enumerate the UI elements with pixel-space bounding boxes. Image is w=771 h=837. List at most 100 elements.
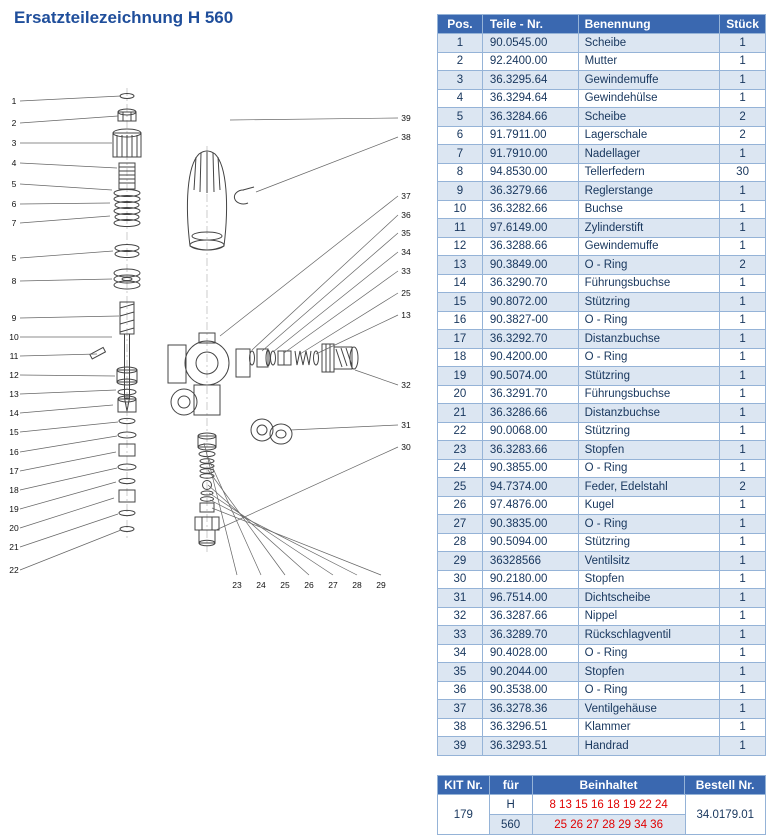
col-header-pos: Pos.	[438, 15, 483, 34]
cell-part-no: 90.5094.00	[482, 533, 579, 552]
cell-name: Nippel	[578, 607, 721, 626]
cell-name: Zylinderstift	[578, 219, 721, 238]
callout-label: 35	[401, 228, 411, 238]
cell-qty: 1	[720, 34, 766, 53]
valve-body-drawing	[167, 332, 251, 416]
callout-label: 20	[9, 523, 19, 533]
callout-label: 34	[401, 247, 411, 257]
cell-pos: 32	[438, 607, 483, 626]
cell-pos: 5	[438, 108, 483, 127]
cell-qty: 2	[720, 126, 766, 145]
cell-part-no: 36.3286.66	[482, 404, 579, 423]
cell-name: Stützring	[578, 367, 721, 386]
cell-qty: 1	[720, 570, 766, 589]
cell-name: Buchse	[578, 200, 721, 219]
cell-pos: 4	[438, 89, 483, 108]
cell-qty: 1	[720, 348, 766, 367]
callout-label: 23	[232, 580, 242, 590]
kit-fuer-line1: H	[489, 795, 533, 815]
cell-name: Führungsbuchse	[578, 274, 721, 293]
cell-name: Reglerstange	[578, 182, 721, 201]
cell-part-no: 90.8072.00	[482, 293, 579, 312]
kit-table-row: 179 H 8 13 15 16 18 19 22 24 560 25 26 2…	[438, 795, 766, 835]
cell-name: O - Ring	[578, 515, 721, 534]
kit-table-header: KIT Nr. für Beinhaltet Bestell Nr.	[438, 776, 766, 795]
cell-pos: 15	[438, 293, 483, 312]
callout-label: 28	[352, 580, 362, 590]
callout-label: 33	[401, 266, 411, 276]
cell-name: Feder, Edelstahl	[578, 478, 721, 497]
callout-label: 37	[401, 191, 411, 201]
cell-pos: 36	[438, 681, 483, 700]
cell-pos: 29	[438, 552, 483, 571]
cell-qty: 1	[720, 718, 766, 737]
cell-name: Stützring	[578, 422, 721, 441]
cell-qty: 1	[720, 200, 766, 219]
cell-pos: 17	[438, 330, 483, 349]
cell-part-no: 90.4028.00	[482, 644, 579, 663]
callout-label: 7	[12, 218, 17, 228]
cell-qty: 1	[720, 607, 766, 626]
callout-label: 16	[9, 447, 19, 457]
cell-pos: 1	[438, 34, 483, 53]
cell-part-no: 94.7374.00	[482, 478, 579, 497]
callout-label: 17	[9, 466, 19, 476]
cell-pos: 6	[438, 126, 483, 145]
callout-label: 3	[12, 138, 17, 148]
cell-name: Dichtscheibe	[578, 589, 721, 608]
cell-name: Führungsbuchse	[578, 385, 721, 404]
cell-name: O - Ring	[578, 348, 721, 367]
callout-label: 12	[9, 370, 19, 380]
handwheel-drawing	[186, 150, 228, 251]
klammer-drawing	[233, 186, 255, 205]
cell-qty: 2	[720, 108, 766, 127]
cell-qty: 1	[720, 311, 766, 330]
cell-pos: 28	[438, 533, 483, 552]
cell-pos: 19	[438, 367, 483, 386]
cell-name: O - Ring	[578, 256, 721, 275]
callout-label: 15	[9, 427, 19, 437]
cell-name: Handrad	[578, 737, 721, 756]
callout-label: 19	[9, 504, 19, 514]
cell-part-no: 90.4200.00	[482, 348, 579, 367]
cell-qty: 1	[720, 515, 766, 534]
cell-name: Mutter	[578, 52, 721, 71]
callout-label: 10	[9, 332, 19, 342]
cell-name: O - Ring	[578, 681, 721, 700]
cell-part-no: 36.3278.36	[482, 700, 579, 719]
cell-qty: 1	[720, 626, 766, 645]
callout-label: 25	[280, 580, 290, 590]
cell-pos: 21	[438, 404, 483, 423]
cell-qty: 1	[720, 552, 766, 571]
callout-numbers: 1 2 3 4 5 6 7 5 8 9 10 11 12 13 14 15 16…	[9, 96, 411, 590]
kit-fuer-line2: 560	[489, 815, 533, 835]
kit-col-header-fuer: für	[489, 776, 533, 795]
cell-qty: 30	[720, 163, 766, 182]
cell-part-no: 36.3295.64	[482, 71, 579, 90]
cell-name: Lagerschale	[578, 126, 721, 145]
callout-label: 13	[9, 389, 19, 399]
cell-qty: 1	[720, 533, 766, 552]
cell-qty: 1	[720, 52, 766, 71]
callout-label: 6	[12, 199, 17, 209]
cell-pos: 38	[438, 718, 483, 737]
cell-qty: 1	[720, 441, 766, 460]
